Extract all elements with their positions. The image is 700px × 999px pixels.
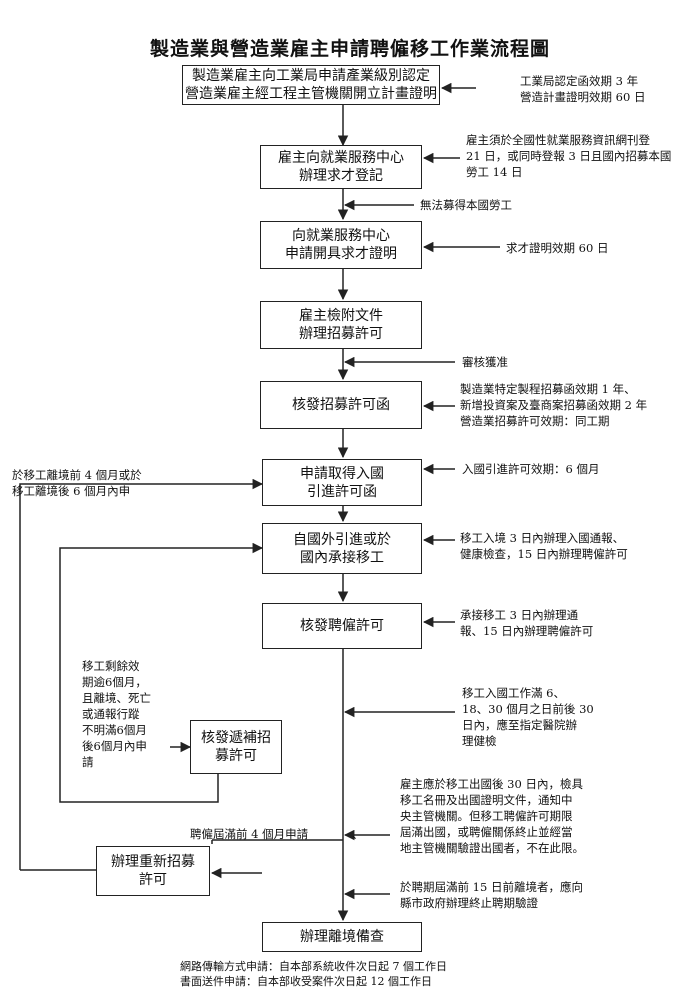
box-job-registration: 雇主向就業服務中心 辦理求才登記 bbox=[260, 145, 422, 189]
note-takeover-reporting: 承接移工 3 日內辦理通 報、15 日內辦理聘僱許可 bbox=[460, 608, 594, 638]
box-recruitment-permit: 核發招募許可函 bbox=[260, 381, 422, 429]
note-job-posting: 雇主須於全國性就業服務資訊網刊登 21 日，或同時登報 3 日且國內招募本國 勞… bbox=[466, 133, 672, 179]
note-entry-reporting: 移工入境 3 日內辦理入國通報、 健康檢查，15 日內辦理聘僱許可 bbox=[460, 531, 628, 561]
box-worker-intake: 自國外引進或於 國內承接移工 bbox=[262, 523, 422, 574]
box-departure-record: 辦理離境備查 bbox=[262, 922, 422, 952]
note-early-departure: 於聘期屆滿前 15 日前離境者，應向 縣市政府辦理終止聘期驗證 bbox=[400, 880, 583, 910]
note-departure-timing: 於移工離境前 4 個月或於 移工離境後 6 個月內申 bbox=[12, 468, 142, 498]
processing-time-footer: 網路傳輸方式申請：自本部系統收件次日起 7 個工作日 書面送件申請：自本部收受案… bbox=[180, 960, 447, 988]
note-no-local-workers: 無法募得本國勞工 bbox=[420, 198, 512, 212]
diagram-title: 製造業與營造業雇主申請聘僱移工作業流程圖 bbox=[149, 38, 550, 60]
note-entry-validity: 入國引進許可效期：6 個月 bbox=[462, 462, 600, 476]
note-certificate-validity: 求才證明效期 60 日 bbox=[506, 241, 609, 255]
note-renewal-timing: 聘僱屆滿前 4 個月申請 bbox=[190, 827, 309, 841]
box-employment-permit: 核發聘僱許可 bbox=[262, 603, 422, 649]
note-permit-validity: 製造業特定製程招募函效期 1 年、 新增投資案及臺商案招募函效期 2 年 營造業… bbox=[460, 382, 648, 428]
note-separator-mark: 、 bbox=[352, 827, 364, 841]
note-approved: 審核獲准 bbox=[462, 355, 508, 369]
note-health-check: 移工入國工作滿 6、 18、30 個月之日前後 30 日內，應至指定醫院辦 理健… bbox=[462, 686, 594, 748]
note-validity-periods: 工業局認定函效期 3 年 營造計畫證明效期 60 日 bbox=[520, 74, 646, 104]
box-recruitment-application: 雇主檢附文件 辦理招募許可 bbox=[260, 301, 422, 349]
note-remaining-term: 移工剩餘效 期逾6個月， 且離境、死亡 或通報行蹤 不明滿6個月 後6個月內申 … bbox=[82, 659, 151, 769]
box-job-certificate: 向就業服務中心 申請開具求才證明 bbox=[260, 221, 422, 269]
box-replacement-permit: 核發遞補招 募許可 bbox=[190, 720, 282, 774]
note-departure-notice: 雇主應於移工出國後 30 日內，檢具 移工名冊及出國證明文件，通知中 央主管機關… bbox=[400, 777, 584, 855]
box-re-recruitment: 辦理重新招募 許可 bbox=[96, 846, 210, 896]
box-entry-permit: 申請取得入國 引進許可函 bbox=[262, 459, 422, 506]
box-industrial-certification: 製造業雇主向工業局申請產業級別認定 營造業雇主經工程主管機關開立計畫證明 bbox=[182, 65, 440, 105]
